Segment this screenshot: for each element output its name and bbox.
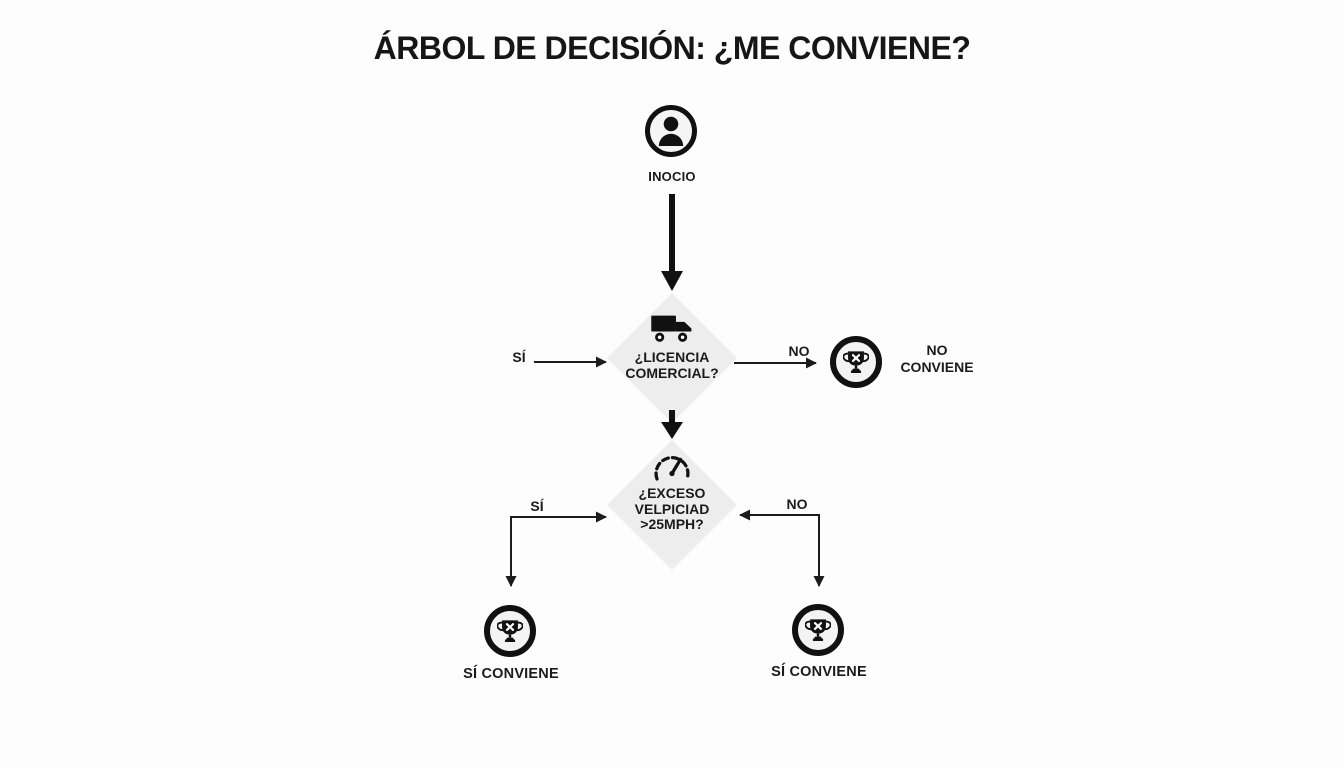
decision-speed-question: ¿EXCESO VELPICIAD >25MPH? <box>634 485 710 533</box>
decision-license-line-2: COMERCIAL? <box>625 365 719 381</box>
decision-license-question: ¿LICENCIA COMERCIAL? <box>625 349 718 381</box>
decision-speed-line-2: VELPICIAD <box>634 500 710 517</box>
decision-speed-line-3: >25MPH? <box>640 516 704 532</box>
speed-no-label: NO <box>786 496 808 512</box>
page-title: ÁRBOL DE DECISIÓN: ¿ME CONVIENE? <box>373 30 971 66</box>
outcome-si-conviene-left-node <box>484 605 536 657</box>
person-icon <box>658 116 684 146</box>
decision-speed-line-1: ¿EXCESO <box>638 485 706 501</box>
arrow-start-to-license <box>661 194 683 291</box>
outcome-si-conviene-left-label: SÍ CONVIENE <box>463 666 559 682</box>
arrow-speed-yes <box>505 511 607 587</box>
speed-yes-label: SÍ <box>530 498 544 514</box>
outcome-si-conviene-right-node <box>792 604 844 656</box>
start-label: INOCIO <box>648 169 696 184</box>
outcome-no-conviene-label: NO CONVIENE <box>900 342 974 375</box>
decision-license-line-1: ¿LICENCIA <box>634 349 710 365</box>
outcome-no-conviene-node <box>830 336 882 388</box>
license-yes-label: SÍ <box>512 349 526 365</box>
start-node <box>645 105 697 157</box>
outcome-si-conviene-right-label: SÍ CONVIENE <box>771 664 867 680</box>
arrow-license-to-speed <box>661 410 683 439</box>
decision-speed-diamond <box>607 440 737 570</box>
arrow-speed-no <box>739 509 825 587</box>
license-no-label: NO <box>788 343 810 359</box>
decision-license-diamond <box>607 293 737 423</box>
